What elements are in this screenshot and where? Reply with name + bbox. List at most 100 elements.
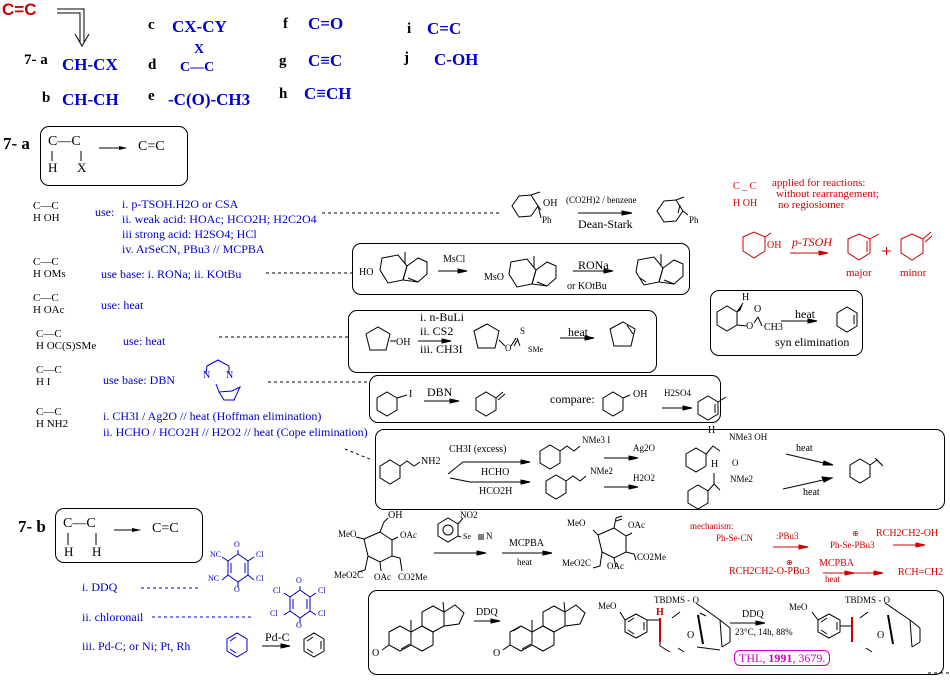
condition-line: iii strong acid: H2SO4; HCl bbox=[122, 227, 257, 241]
header-item-b: CH-CH bbox=[62, 90, 119, 109]
enyne-reagent-bottom: 23°C, 14h, 88% bbox=[735, 627, 793, 637]
ddq-o1: O bbox=[234, 540, 240, 549]
dbn-compare-oh: OH bbox=[633, 389, 648, 400]
red-notes: applied for reactions: without rearrange… bbox=[772, 178, 879, 211]
amine-nh2: NH2 bbox=[421, 456, 441, 467]
syn-heat: heat bbox=[795, 307, 815, 321]
enyne-product-meo: MeO bbox=[789, 602, 808, 612]
amine-ag2o: Ag2O bbox=[633, 443, 655, 453]
xanthate-o: O bbox=[505, 343, 512, 353]
ddq-nc2: NC bbox=[208, 574, 220, 583]
sel-product-oac2: OAc bbox=[607, 561, 624, 571]
sel-se: Se bbox=[463, 532, 471, 541]
ref-journal: THL, bbox=[739, 651, 769, 665]
enyne-product-o: O bbox=[877, 630, 885, 641]
reagent-step: iii. CH3I bbox=[420, 342, 463, 356]
note-line: applied for reactions: bbox=[772, 177, 866, 189]
sel-oac1: OAc bbox=[400, 530, 417, 540]
ddq-o2: O bbox=[234, 585, 240, 594]
scheme-7b-h2: H bbox=[92, 544, 102, 559]
syn-h: H bbox=[742, 292, 750, 303]
substrate-iodide: C—C H I bbox=[36, 364, 62, 388]
amine-upper-reagent: CH3I (excess) bbox=[449, 444, 507, 455]
header-item-c: CX-CY bbox=[172, 17, 227, 36]
hoffman-line: i. CH3I / Ag2O // heat (Hoffman eliminat… bbox=[103, 409, 322, 423]
substrate-top: C—C bbox=[36, 364, 62, 376]
acid-conditions: i. p-TSOH.H2O or CSA ii. weak acid: HOAc… bbox=[122, 197, 317, 257]
chloranil-cl1: Cl bbox=[273, 586, 281, 595]
dbn-atom-n1: N bbox=[203, 370, 211, 381]
header-item-a: CH-CX bbox=[62, 55, 118, 74]
header-letter-g: g bbox=[279, 53, 287, 69]
substrate-oh: C—C H OH bbox=[33, 200, 60, 224]
mechanism-phsepbu3: Ph-Se-PBu3 bbox=[830, 540, 875, 550]
scheme-7a-left: C—C bbox=[48, 134, 81, 149]
amine-lower-reagent-bottom: HCO2H bbox=[479, 486, 513, 497]
substrate-bottom: H I bbox=[36, 376, 51, 388]
mesylate-reagent2-top: RONa bbox=[578, 258, 609, 272]
cope-line: ii. HCHO / HCO2H // H2O2 // heat (Cope e… bbox=[103, 425, 368, 439]
dean-stark-ph: Ph bbox=[542, 215, 552, 225]
header-item-f: C=O bbox=[308, 14, 344, 33]
substrate-top: C—C bbox=[36, 328, 62, 340]
substrate-oms: C—C H OMs bbox=[33, 256, 66, 280]
section-7a-label: 7- a bbox=[3, 134, 30, 153]
substrate-top: C—C bbox=[33, 200, 59, 212]
substrate-bottom: H OC(S)SMe bbox=[36, 340, 97, 352]
header-section-label: 7- a bbox=[24, 52, 48, 68]
substrate-bottom: H OMs bbox=[33, 268, 66, 280]
chloranil-o2: O bbox=[296, 621, 302, 630]
steroid-reagent: DDQ bbox=[476, 607, 498, 618]
mechanism-pbu3: :PBu3 bbox=[776, 531, 799, 541]
mechanism-title: mechanism: bbox=[690, 521, 734, 531]
pdc-reagent: Pd-C bbox=[265, 630, 290, 644]
dbn-iodide-i: I bbox=[409, 389, 413, 400]
mechanism-intermediate: RCH2CH2-O-PBu3 bbox=[729, 566, 810, 577]
sel-product-oac1: OAc bbox=[628, 520, 645, 530]
substrate-bottom: H OAc bbox=[33, 304, 65, 316]
condition-line: ii. weak acid: HOAc; HCO2H; H2C2O4 bbox=[122, 212, 317, 226]
scheme-7a-x: X bbox=[77, 160, 87, 175]
condition-line: i. p-TSOH.H2O or CSA bbox=[122, 197, 239, 211]
note-line: without rearrangement; bbox=[776, 188, 879, 200]
substrate-xanthate: C—C H OC(S)SMe bbox=[36, 328, 96, 352]
header-item-d-x: X bbox=[194, 42, 205, 57]
syn-o-carbonyl: O bbox=[754, 304, 762, 315]
scheme-7b-h1: H bbox=[64, 544, 74, 559]
scheme-7b-product: C=C bbox=[152, 521, 179, 536]
substrate-bottom: H NH2 bbox=[36, 418, 69, 430]
xanthate-s: S bbox=[520, 326, 526, 336]
header-item-g: C≡C bbox=[308, 51, 343, 70]
enyne-o: O bbox=[687, 630, 695, 641]
dean-stark-oh: OH bbox=[543, 198, 558, 209]
red-substrate-top: C _ C bbox=[733, 181, 757, 192]
header-item-d: C—C bbox=[180, 60, 215, 75]
syn-elimination-box bbox=[710, 290, 863, 356]
oac-conditions: use: heat bbox=[101, 298, 144, 312]
syn-ch3: CH3 bbox=[764, 322, 783, 333]
xanthate-conditions: use: heat bbox=[123, 334, 166, 348]
dbn-reagent: DBN bbox=[427, 385, 453, 399]
header-item-e: -C(O)-CH3 bbox=[168, 90, 251, 109]
literature-reference: THL, 1991, 3679. bbox=[734, 650, 831, 666]
header-item-j: C-OH bbox=[434, 50, 479, 69]
enyne-product-tbdms: TBDMS - O bbox=[845, 595, 891, 605]
enyne-meo: MeO bbox=[598, 601, 617, 611]
ddq-cl2: Cl bbox=[256, 574, 264, 583]
sel-oh: OH bbox=[388, 510, 403, 521]
section-7b-scheme-box bbox=[55, 508, 203, 563]
xanthate-heat: heat bbox=[568, 325, 588, 339]
amine-conditions: i. CH3I / Ag2O // heat (Hoffman eliminat… bbox=[103, 408, 368, 440]
chloranil-o1: O bbox=[296, 576, 302, 585]
amine-h2o2: H2O2 bbox=[633, 473, 655, 483]
header-letter-h: h bbox=[279, 86, 288, 102]
scheme-7a-product: C=C bbox=[138, 139, 165, 154]
